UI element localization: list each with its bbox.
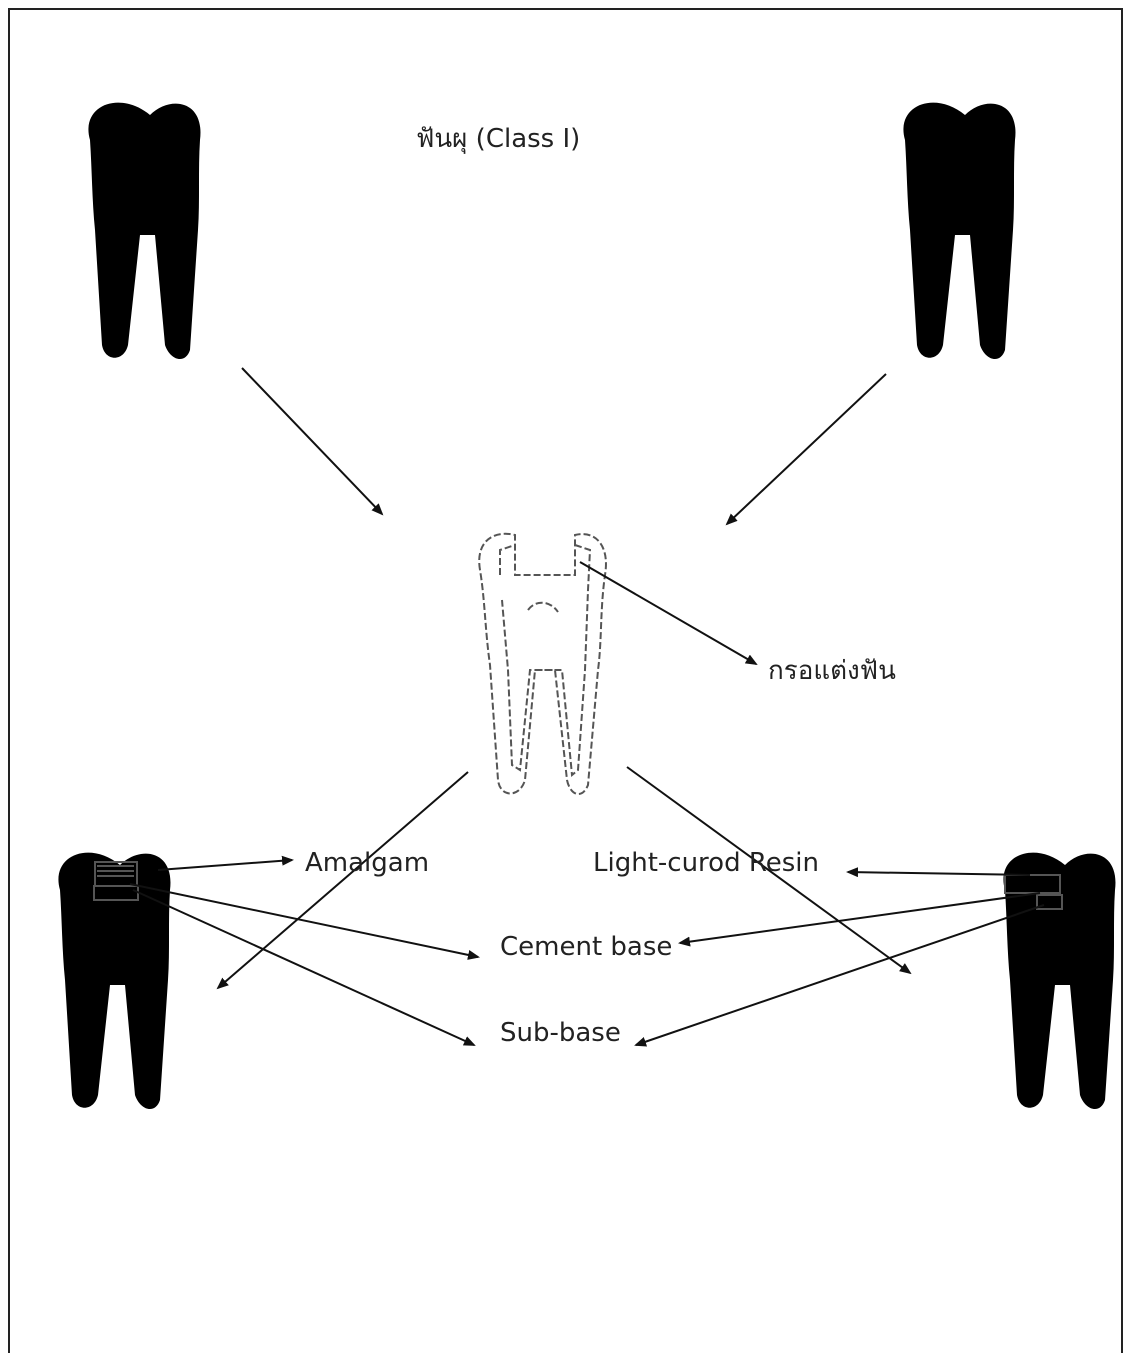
diagram-title: ฟันผุ (Class I) — [416, 118, 580, 159]
prepared-tooth — [479, 534, 606, 794]
arrow-resin-to-sub-base — [636, 905, 1044, 1045]
arrow-prepared-to-amalgam — [218, 772, 468, 988]
resin-restored-tooth — [1003, 853, 1115, 1109]
decayed-tooth-right — [903, 103, 1015, 359]
label-trimming: กรอแต่งฟัน — [768, 650, 896, 691]
label-sub-base: Sub-base — [500, 1018, 621, 1048]
label-light-cured-resin: Light-curod Resin — [593, 848, 819, 878]
arrow-to-trimming — [580, 562, 756, 664]
label-amalgam: Amalgam — [305, 848, 429, 878]
decayed-tooth-left — [88, 103, 200, 359]
amalgam-restored-tooth — [58, 853, 170, 1109]
arrow-to-cement-base — [130, 884, 478, 957]
arrow-right-to-prepared — [727, 374, 886, 524]
arrow-to-amalgam — [158, 860, 292, 870]
label-cement-base: Cement base — [500, 932, 672, 962]
arrow-to-resin-label — [848, 872, 1030, 875]
arrow-left-to-prepared — [242, 368, 382, 514]
